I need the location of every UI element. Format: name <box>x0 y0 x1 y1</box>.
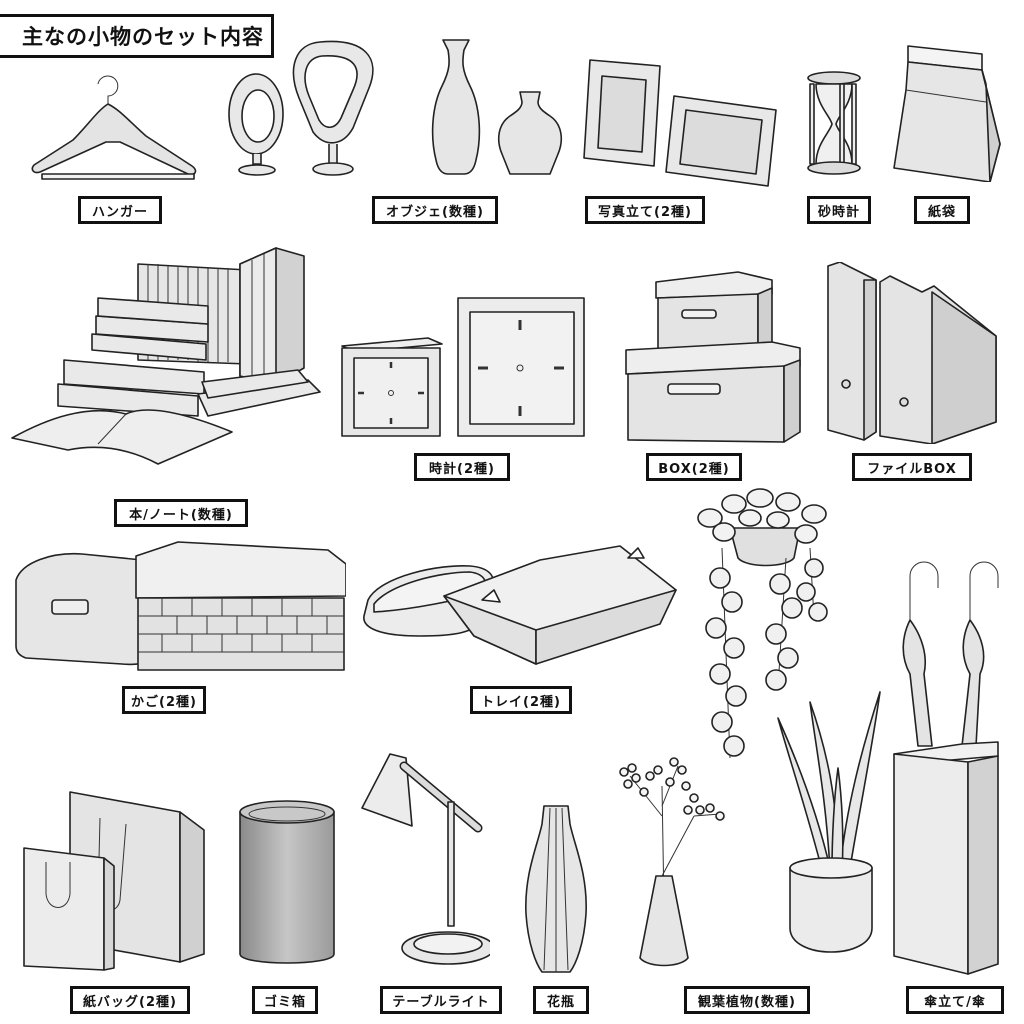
clocks-illustration <box>341 297 585 437</box>
label-hanger: ハンガー <box>78 196 162 224</box>
label-photo-frame: 写真立て(2種) <box>585 196 705 224</box>
label-paper-bag: 紙バッグ(2種) <box>70 986 190 1014</box>
trash-can-illustration <box>239 800 335 964</box>
objet-mirrors-illustration <box>228 40 374 176</box>
hanging-plant-illustration <box>697 488 828 759</box>
label-table-light: テーブルライト <box>380 986 502 1014</box>
label-paper-bag-small: 紙袋 <box>914 196 970 224</box>
label-file-box: ファイルBOX <box>852 453 972 481</box>
trays-illustration <box>363 545 677 665</box>
file-boxes-illustration <box>827 262 997 444</box>
vase-illustration <box>525 805 587 973</box>
label-hourglass: 砂時計 <box>807 196 871 224</box>
label-clock: 時計(2種) <box>414 453 510 481</box>
photo-frames-illustration <box>583 59 777 187</box>
books-illustration <box>11 247 321 465</box>
berry-branch-vase-illustration <box>619 757 725 967</box>
label-umbrella-stand: 傘立て/傘 <box>906 986 1004 1014</box>
storage-boxes-illustration <box>625 271 801 443</box>
label-tray: トレイ(2種) <box>470 686 572 714</box>
label-trash-can: ゴミ箱 <box>252 986 318 1014</box>
label-books: 本/ノート(数種) <box>114 499 248 527</box>
page-title: 主なの小物のセット内容 <box>0 14 274 58</box>
shopping-bags-illustration <box>23 791 205 971</box>
umbrella-stand-illustration <box>893 561 999 975</box>
label-objet: オブジェ(数種) <box>372 196 498 224</box>
objet-vases-illustration <box>431 39 563 175</box>
label-basket: かご(2種) <box>122 686 206 714</box>
hourglass-illustration <box>807 71 861 175</box>
hanger-illustration <box>31 75 197 180</box>
paper-bag-illustration <box>893 45 1001 182</box>
baskets-illustration <box>15 541 346 671</box>
label-flower-vase: 花瓶 <box>533 986 589 1014</box>
table-lamp-illustration <box>361 753 490 965</box>
potted-plant-illustration <box>777 691 881 953</box>
label-box: BOX(2種) <box>646 453 742 481</box>
label-plants: 観葉植物(数種) <box>684 986 810 1014</box>
